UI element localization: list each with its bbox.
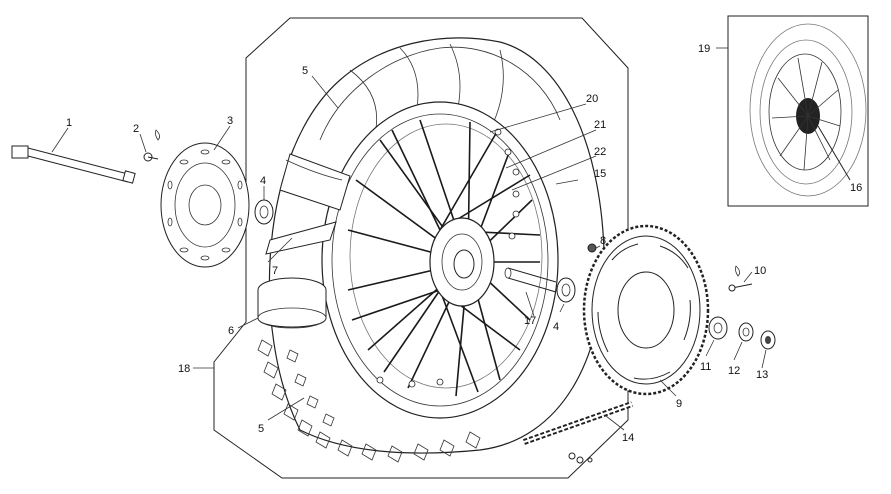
label-part-14: 14 — [622, 432, 634, 444]
nut-13 — [760, 330, 776, 350]
label-part-8: 8 — [600, 235, 606, 247]
bolt-10 — [728, 265, 753, 292]
spokes-20 — [347, 119, 541, 397]
chain-14 — [523, 401, 633, 464]
nipples-22 — [376, 128, 520, 388]
label-part-2: 2 — [133, 123, 139, 135]
rim-strip-6 — [257, 277, 327, 329]
inset-wheel-16 — [749, 23, 867, 197]
spacer-17 — [504, 267, 557, 293]
bearing-4-left — [254, 199, 274, 225]
axle-1 — [11, 145, 136, 184]
label-part-17: 17 — [524, 315, 536, 327]
label-part-20: 20 — [586, 93, 598, 105]
label-part-13: 13 — [756, 369, 768, 381]
label-part-12: 12 — [728, 365, 740, 377]
label-part-5-bottom: 5 — [258, 423, 264, 435]
sprocket-9 — [582, 224, 710, 396]
label-part-10: 10 — [754, 265, 766, 277]
part-labels: 1 2 3 4 5 7 6 18 5 20 21 22 15 19 16 8 1… — [66, 43, 862, 444]
label-part-19: 19 — [698, 43, 710, 55]
spacer-11 — [708, 316, 728, 340]
label-part-15: 15 — [594, 168, 606, 180]
label-part-4-right: 4 — [553, 321, 559, 333]
washer-12 — [738, 322, 754, 342]
screw-2 — [143, 129, 160, 162]
label-part-11: 11 — [700, 361, 711, 373]
label-part-7: 7 — [272, 265, 278, 277]
label-part-21: 21 — [594, 119, 606, 131]
label-part-4-left: 4 — [260, 175, 266, 187]
label-part-1: 1 — [66, 117, 72, 129]
bearing-4-right — [556, 277, 576, 303]
label-part-16: 16 — [850, 182, 862, 194]
brake-disc-3 — [160, 142, 250, 268]
label-part-3: 3 — [227, 115, 233, 127]
nut-8 — [587, 243, 597, 253]
leader-lines — [51, 47, 767, 431]
label-part-18: 18 — [178, 363, 190, 375]
label-part-22: 22 — [594, 146, 606, 158]
hub — [429, 217, 495, 307]
label-part-9: 9 — [676, 398, 682, 410]
label-part-5-top: 5 — [302, 65, 308, 77]
label-part-6: 6 — [228, 325, 234, 337]
assembly-boundary-18 — [213, 17, 629, 479]
inset-box-19 — [727, 15, 869, 207]
